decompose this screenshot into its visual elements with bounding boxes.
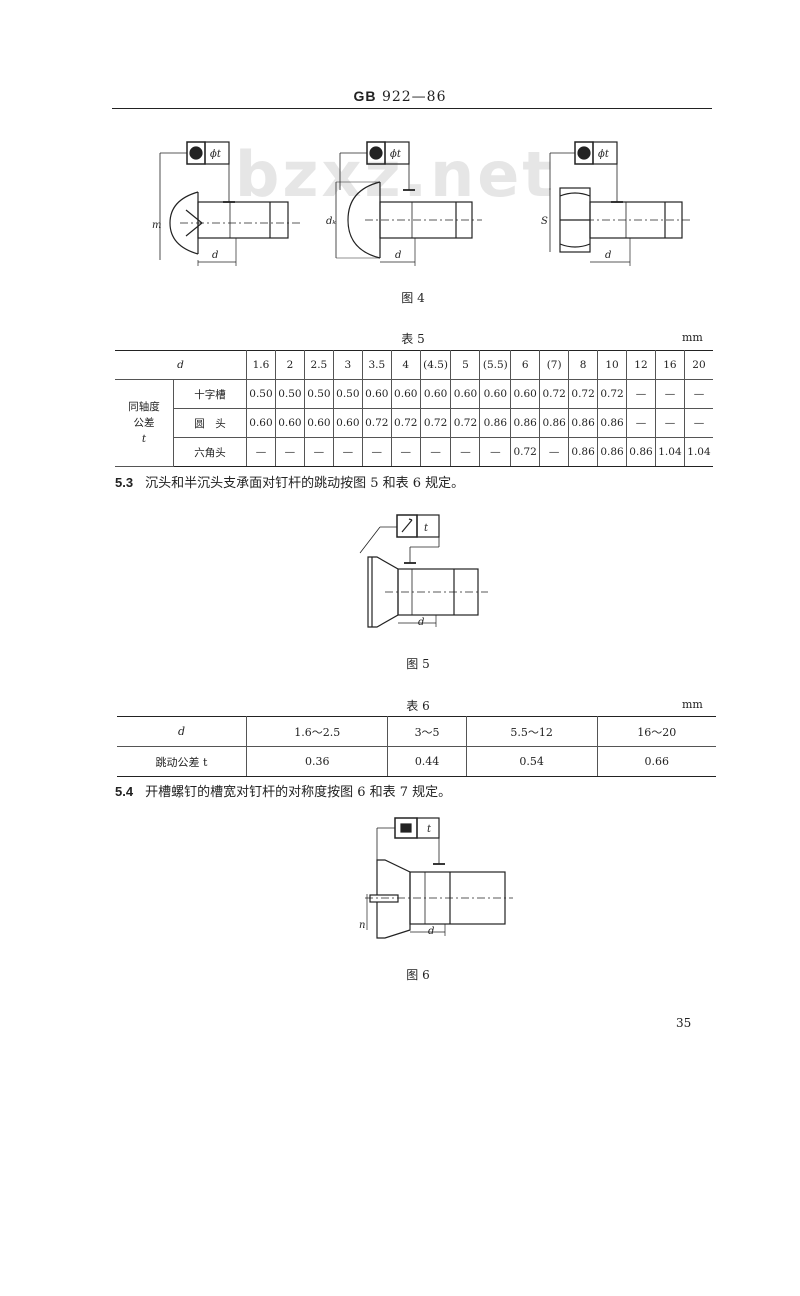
watermark: bzxz.net: [235, 138, 555, 211]
t6-d: 5.5～12: [465, 716, 598, 747]
t5-d: (5.5): [479, 350, 512, 380]
t5-d: 16: [654, 350, 685, 380]
paragraph-5-4: 5.4 开槽螺钉的槽宽对钉杆的对称度按图 6 和表 7 规定。: [115, 781, 451, 800]
para-5-3-text: 沉头和半沉头支承面对钉杆的跳动按图 5 和表 6 规定。: [145, 476, 465, 491]
page-header: GB 922—86: [0, 88, 800, 105]
fig5-dim-d: d: [418, 617, 424, 628]
t5-d: 3.5: [361, 350, 392, 380]
table-row: 圆 头 0.60 0.60 0.60 0.60 0.72 0.72 0.72 0…: [115, 408, 713, 438]
table-5-title: 表 5: [401, 332, 425, 346]
t5-d: 8: [568, 350, 599, 380]
figure-6-drawing: t d n: [359, 817, 513, 939]
fig4-tol-label-3: ϕt: [598, 149, 610, 160]
fig6-dim-d: d: [428, 926, 434, 937]
table-5-d-label: d: [115, 350, 247, 380]
standard-number: 922—86: [381, 89, 447, 105]
t5-row-name: 六角头: [173, 437, 247, 467]
page-number: 35: [676, 1016, 692, 1030]
t5-d: 4: [390, 350, 421, 380]
fig4-dim-m: m: [152, 220, 161, 231]
table-6-row-label: 跳动公差 t: [117, 746, 247, 777]
figure-4-caption: 图 4: [401, 291, 425, 305]
t5-row-name: 圆 头: [173, 408, 247, 438]
t5-d: 12: [626, 350, 656, 380]
t6-d: 16～20: [596, 716, 716, 747]
fig6-dim-n: n: [359, 920, 365, 931]
header-rule: [112, 108, 712, 109]
fig4-dim-s: S: [541, 216, 548, 227]
t5-d: 3: [332, 350, 363, 380]
t6-d: 1.6～2.5: [245, 716, 389, 747]
table-5-group-label: 同轴度 公差 t: [115, 379, 174, 467]
t5-d: 1.6: [246, 350, 276, 380]
table-5-header-row: d 1.6 2 2.5 3 3.5 4 (4.5) 5 (5.5) 6 (7) …: [115, 350, 713, 380]
t6-d: 3～5: [387, 716, 467, 747]
figure-4-drawing: ϕt ϕt ϕt m d dₖ d S d: [152, 141, 692, 266]
fig4-dim-d-1: d: [212, 250, 218, 261]
t5-d: (7): [539, 350, 570, 380]
paragraph-5-3: 5.3 沉头和半沉头支承面对钉杆的跳动按图 5 和表 6 规定。: [115, 472, 464, 491]
fig6-tol-label: t: [427, 824, 432, 835]
t5-d: 6: [510, 350, 541, 380]
table-6: d 1.6～2.5 3～5 5.5～12 16～20 跳动公差 t 0.36 0…: [117, 716, 716, 777]
t5-d: 20: [683, 350, 713, 380]
table-6-header-row: d 1.6～2.5 3～5 5.5～12 16～20: [117, 716, 716, 747]
table-row: 同轴度 公差 t 十字槽 0.50 0.50 0.50 0.50 0.60 0.…: [115, 379, 713, 467]
t5-row-name: 十字槽: [173, 379, 247, 409]
fig4-tol-label-1: ϕt: [210, 149, 222, 160]
table-6-unit: mm: [682, 698, 703, 711]
t5-d: 10: [597, 350, 628, 380]
standard-prefix: GB: [353, 88, 377, 104]
t5-d: 2: [274, 350, 305, 380]
para-5-4-number: 5.4: [115, 784, 134, 799]
fig4-dim-d-2: d: [395, 250, 401, 261]
figure-6-caption: 图 6: [406, 968, 430, 982]
fig5-tol-label: t: [424, 523, 429, 534]
t5-d: 2.5: [303, 350, 334, 380]
para-5-4-text: 开槽螺钉的槽宽对钉杆的对称度按图 6 和表 7 规定。: [145, 785, 452, 800]
t5-d: 5: [450, 350, 481, 380]
table-5-unit: mm: [682, 331, 703, 344]
figure-5-drawing: t d: [359, 514, 488, 628]
table-6-title: 表 6: [406, 699, 430, 713]
fig4-dim-dk: dₖ: [326, 216, 336, 227]
figure-5-caption: 图 5: [406, 657, 430, 671]
t5-d: (4.5): [419, 350, 452, 380]
fig4-tol-label-2: ϕt: [390, 149, 402, 160]
table-6-d-label: d: [117, 716, 247, 747]
fig4-dim-d-3: d: [605, 250, 611, 261]
para-5-3-number: 5.3: [115, 475, 134, 490]
table-row: 六角头 — — — — — — — — — 0.72 — 0.86 0.86 0…: [115, 437, 713, 467]
table-row: 跳动公差 t 0.36 0.44 0.54 0.66: [117, 746, 716, 777]
table-5: d 1.6 2 2.5 3 3.5 4 (4.5) 5 (5.5) 6 (7) …: [115, 350, 713, 467]
